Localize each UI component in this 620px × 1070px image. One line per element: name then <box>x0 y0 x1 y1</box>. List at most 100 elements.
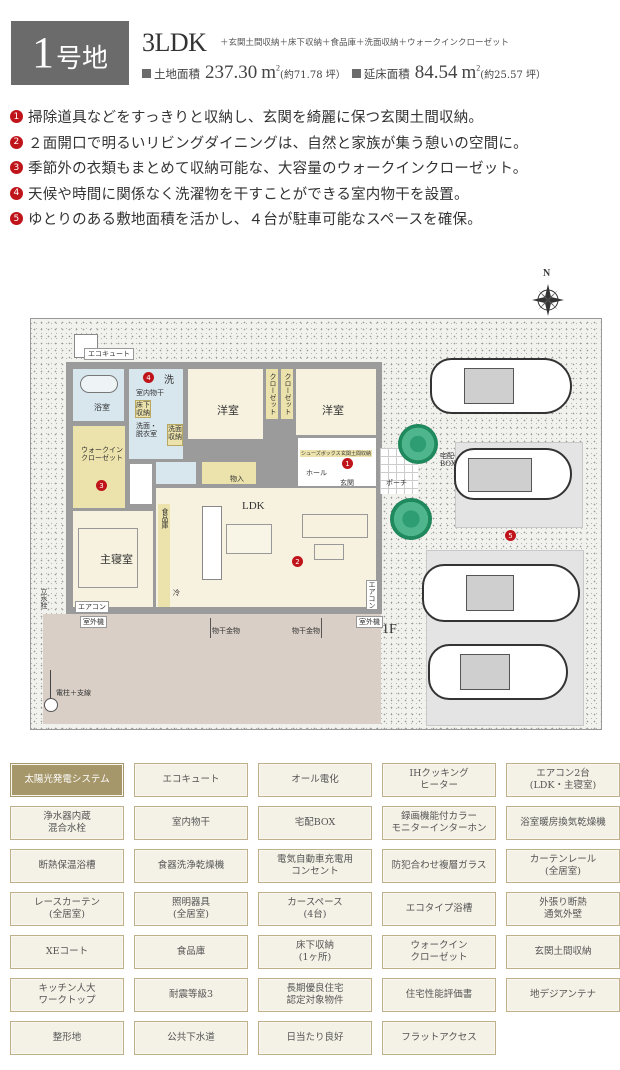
pantry-label: 食品庫 <box>161 508 169 529</box>
feature-tag: 室内物干 <box>134 806 248 840</box>
feature-tag: 住宅性能評価書 <box>382 978 496 1012</box>
number-marker-icon: 5 <box>10 212 23 226</box>
feature-tag: キッチン人大 ワークトップ <box>10 978 124 1012</box>
entrance-area <box>298 438 376 486</box>
utility-pole-icon <box>44 698 58 712</box>
kitchen-counter <box>202 506 222 580</box>
tree-icon <box>390 498 432 540</box>
bath-label: 浴室 <box>94 403 110 412</box>
feature-tag: カーテンレール (全居室) <box>506 849 620 883</box>
feature-tag: 地デジアンテナ <box>506 978 620 1012</box>
car-icon <box>430 358 572 414</box>
feature-tag: 公共下水道 <box>134 1021 248 1055</box>
outdoor-unit-1-label: 室外機 <box>80 616 107 628</box>
marker-1-icon: 1 <box>342 458 353 469</box>
lot-number: 1 <box>31 28 54 77</box>
feature-tag: 食器洗浄乾燥機 <box>134 849 248 883</box>
western-room-1 <box>188 369 263 439</box>
feature-tag: 照明器具 (全居室) <box>134 892 248 926</box>
utility-pole-label: 電柱＋支線 <box>56 689 91 697</box>
feature-tag: フラットアクセス <box>382 1021 496 1055</box>
marker-4-icon: 4 <box>143 372 154 383</box>
master-bedroom-label: 主寝室 <box>100 553 133 566</box>
floor-label: 1F <box>382 622 397 637</box>
floor-area-label: 延床面積 <box>363 67 410 81</box>
feature-tag: 整形地 <box>10 1021 124 1055</box>
area-summary: 土地面積 237.30 m2 (約71.78 坪） 延床面積 84.54 m2 … <box>142 62 552 84</box>
laundry-label: 洗 <box>164 375 174 386</box>
feature-tag: カースペース (4台) <box>258 892 372 926</box>
feature-tag: 床下収納 (1ヶ所) <box>258 935 372 969</box>
feature-tag: 浴室暖房換気乾燥機 <box>506 806 620 840</box>
ldk-label: LDK <box>242 500 265 512</box>
eco-cute-label: エコキュート <box>84 348 134 360</box>
floor-area-value: 84.54 <box>414 62 458 83</box>
closet-1 <box>266 369 278 419</box>
compass-rose-icon <box>532 284 564 316</box>
number-marker-icon: 2 <box>10 135 23 149</box>
south-yard <box>43 614 381 724</box>
fridge-label: 冷 <box>173 589 180 597</box>
number-marker-icon: 4 <box>10 186 23 200</box>
feature-tag: 防犯合わせ複層ガラス <box>382 849 496 883</box>
entrance-label: 玄関 <box>340 479 354 487</box>
feature-tag: 日当たり良好 <box>258 1021 372 1055</box>
feature-tag: ウォークイン クローゼット <box>382 935 496 969</box>
marker-3-icon: 3 <box>96 480 107 491</box>
wash-storage: 洗面 収納 <box>167 424 183 446</box>
walk-in-closet-label: ウォークイン クローゼット <box>81 446 123 462</box>
feature-tag: 食品庫 <box>134 935 248 969</box>
storage <box>202 462 256 484</box>
porch-label: ポーチ <box>386 479 407 487</box>
laundry-pole <box>210 618 211 638</box>
feature-tags: 太陽光発電システム エコキュート オール電化 IHクッキング ヒーター エアコン… <box>10 763 620 1055</box>
number-marker-icon: 1 <box>10 110 23 124</box>
western-room-1-label: 洋室 <box>217 404 239 417</box>
closet-2-label: クローゼット <box>284 373 292 415</box>
closet-1-label: クローゼット <box>269 373 277 415</box>
land-area-label: 土地面積 <box>154 67 200 81</box>
lot-suffix: 号地 <box>55 44 108 74</box>
square-bullet-icon <box>351 69 361 78</box>
toilet <box>156 462 196 484</box>
laundry-pole <box>321 618 322 638</box>
feature-tag: 玄関土間収納 <box>506 935 620 969</box>
floor-area-unit: m2 <box>461 62 481 83</box>
feature-tag: XEコート <box>10 935 124 969</box>
feature-tag: エコキュート <box>134 763 248 797</box>
indoor-drying-label: 室内物干 <box>136 389 164 397</box>
coffee-table <box>314 544 344 560</box>
feature-tag: 浄水器内蔵 混合水栓 <box>10 806 124 840</box>
marker-5-icon: 5 <box>505 530 516 541</box>
land-area-unit: m2 <box>261 62 281 83</box>
closet-2 <box>281 369 293 419</box>
shoes-box-label: シューズボックス <box>300 450 342 457</box>
car-icon <box>422 564 580 622</box>
laundry-hardware-1-label: 物干金物 <box>212 627 240 635</box>
marker-2-icon: 2 <box>292 556 303 567</box>
floor-plan: エコキュート 浴室 4 洗 室内物干 床下 収納 洗面・ 脱衣室 洗面 収納 洋… <box>30 318 602 730</box>
hall-label: ホール <box>306 469 327 477</box>
entrance-storage-label: 玄関土間収納 <box>340 450 373 457</box>
pole-wire <box>50 670 51 700</box>
car-icon <box>428 644 568 700</box>
land-area-tsubo: (約71.78 坪） <box>280 70 346 81</box>
dining-table <box>226 524 272 554</box>
feature-tag: エコタイプ浴槽 <box>382 892 496 926</box>
land-area-value: 237.30 <box>205 62 258 83</box>
bathtub-icon <box>80 375 118 393</box>
standing-faucet-label: 立水栓 <box>40 588 48 609</box>
feature-tag: 太陽光発電システム <box>10 763 124 797</box>
north-label: N <box>543 268 551 279</box>
delivery-box-label: 宅配 BOX <box>440 452 456 468</box>
feature-tag: 耐震等級3 <box>134 978 248 1012</box>
floor-area-tsubo: (約25.57 坪） <box>480 70 546 81</box>
car-icon <box>454 448 572 500</box>
feature-tag: 電気自動車充電用 コンセント <box>258 849 372 883</box>
western-room-2 <box>296 369 376 435</box>
square-bullet-icon <box>142 69 151 78</box>
